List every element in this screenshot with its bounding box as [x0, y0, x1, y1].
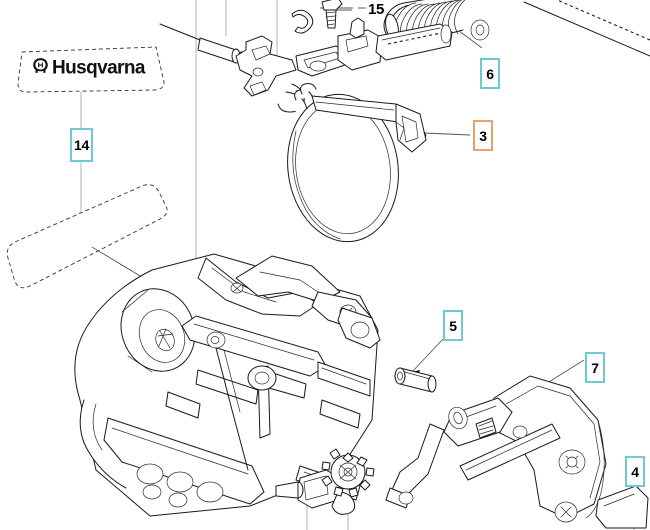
callout-6[interactable]: 6: [480, 58, 500, 89]
part-handle-bracket: [385, 375, 607, 523]
callout-15[interactable]: 15: [367, 0, 385, 18]
part-husqvarna-decal: [17, 46, 165, 93]
top-right-edge-lines: [523, 0, 650, 57]
husqvarna-crown-icon: [32, 57, 49, 80]
husqvarna-wordmark: Husqvarna: [32, 57, 145, 80]
callout-3[interactable]: 3: [473, 120, 493, 151]
part-screw: [321, 0, 343, 29]
part-brake-band: [287, 83, 427, 243]
husqvarna-wordmark-text: Husqvarna: [52, 57, 145, 79]
part-brake-linkage: [159, 0, 490, 121]
callout-7[interactable]: 7: [585, 352, 605, 383]
callout-4[interactable]: 4: [625, 456, 645, 487]
part-lower-right-fragment: [595, 485, 649, 529]
part-clutch-cover-housing: [74, 253, 381, 517]
part-pin-roller: [394, 367, 437, 393]
part-sprocket: [321, 448, 375, 498]
callout-14[interactable]: 14: [70, 128, 93, 162]
callout-5[interactable]: 5: [443, 310, 463, 341]
